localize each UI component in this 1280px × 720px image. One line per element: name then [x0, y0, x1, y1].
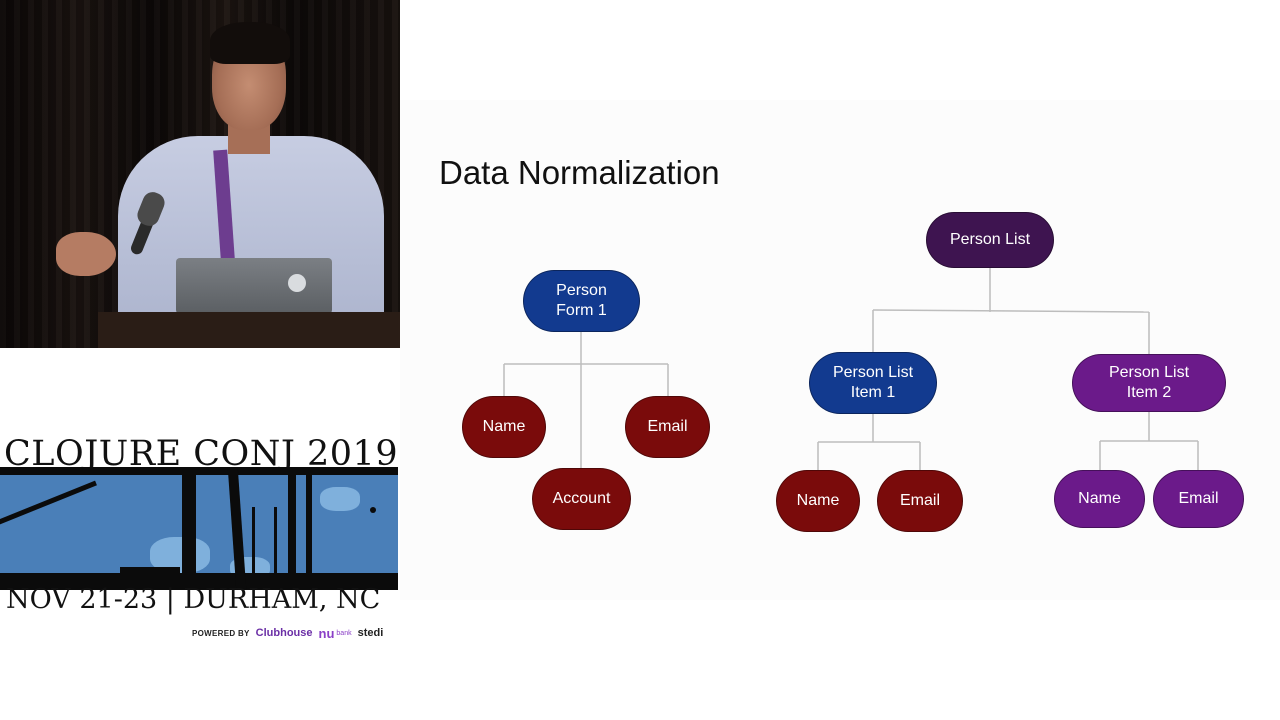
powered-by-label: POWERED BY: [192, 628, 250, 638]
laptop: [176, 258, 332, 314]
node-form-name: Name: [462, 396, 546, 458]
node-form-account: Account: [532, 468, 631, 530]
node-list-item-2: Person List Item 2: [1072, 354, 1226, 412]
presentation-slide: Data Normalization Person Form 1 Na: [400, 100, 1280, 600]
sponsor-nubank-logo: nu: [318, 625, 335, 641]
sponsor-clubhouse-logo: Clubhouse: [255, 627, 313, 639]
node-list-item-1: Person List Item 1: [809, 352, 937, 414]
slide-title: Data Normalization: [439, 154, 720, 191]
node-item1-name: Name: [776, 470, 860, 532]
node-item2-name: Name: [1054, 470, 1145, 528]
tree-connectors: [503, 268, 1199, 470]
node-form-email: Email: [625, 396, 710, 458]
node-person-form: Person Form 1: [523, 270, 640, 332]
speaker-hair: [210, 22, 290, 64]
speaker-hand: [56, 232, 116, 276]
speaker-video: [0, 0, 400, 348]
conference-dates: NOV 21-23 | DURHAM, NC: [6, 584, 381, 615]
podium: [98, 312, 400, 348]
node-item2-email: Email: [1153, 470, 1244, 528]
sponsor-strip: POWERED BY Clubhouse nu bank stedi: [192, 624, 398, 642]
laptop-logo-icon: [288, 274, 306, 292]
conference-banner-image: [0, 467, 398, 590]
connector-line: [872, 309, 1150, 313]
node-person-list: Person List: [926, 212, 1054, 268]
sponsor-stedi-logo: stedi: [357, 627, 384, 639]
sponsor-nubank-bank-text: bank: [336, 629, 352, 637]
node-item1-email: Email: [877, 470, 963, 532]
